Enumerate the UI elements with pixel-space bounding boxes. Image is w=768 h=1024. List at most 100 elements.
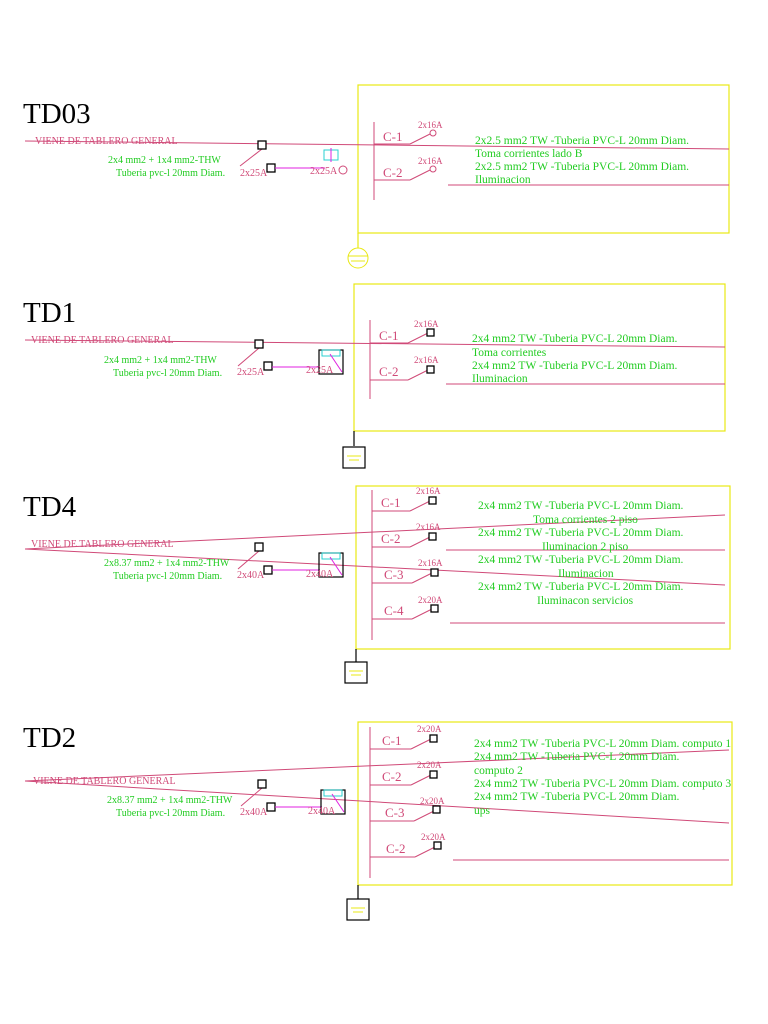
ground-icon (342, 446, 366, 469)
circuit-label: C-1 (383, 129, 403, 144)
circuit-amp: 2x20A (418, 595, 443, 605)
circuit-desc: 2x4 mm2 TW -Tuberia PVC-L 20mm Diam. com… (474, 738, 731, 750)
conduit-label: Tuberia pvc-l 20mm Diam. (113, 368, 222, 379)
circuit-desc: Iluminacion (472, 373, 528, 385)
circuit-desc: 2x4 mm2 TW -Tuberia PVC-L 20mm Diam. (472, 360, 678, 372)
feed-label: VIENE DE TABLERO GENERAL (31, 539, 174, 550)
circuit-desc: 2x4 mm2 TW -Tuberia PVC-L 20mm Diam. (478, 527, 684, 539)
breaker-contact (257, 779, 267, 789)
circuit-breaker-icon (426, 365, 435, 374)
circuit-desc: Iluminacion (558, 568, 614, 580)
circuit-label: C-2 (386, 841, 406, 856)
feed-label: VIENE DE TABLERO GENERAL (33, 776, 176, 787)
circuit-breaker-icon (432, 805, 441, 814)
ground-icon (347, 247, 369, 269)
circuit-label: C-2 (381, 531, 401, 546)
circuit-desc: 2x2.5 mm2 TW -Tuberia PVC-L 20mm Diam. (475, 161, 689, 173)
panel-frame (357, 84, 730, 234)
main-breaker-label: 2x40A (240, 807, 268, 818)
circuit-amp: 2x16A (416, 486, 441, 496)
circuit-amp: 2x16A (418, 558, 443, 568)
circuit-amp: 2x20A (417, 724, 442, 734)
differential-label: 2x40A (306, 569, 334, 580)
circuit-breaker-icon (433, 841, 442, 850)
differential-icon (323, 148, 348, 175)
circuit-label: C-3 (384, 567, 404, 582)
circuit-amp: 2x20A (421, 832, 446, 842)
circuit-label: C-4 (384, 603, 404, 618)
cable-label: 2x4 mm2 + 1x4 mm2-THW (108, 155, 221, 166)
circuit-breaker-icon (430, 568, 439, 577)
circuit-desc: ups (474, 805, 491, 817)
feed-label: VIENE DE TABLERO GENERAL (35, 136, 178, 147)
breaker-contact (263, 361, 273, 371)
breaker-contact (257, 140, 267, 150)
differential-label: 2x40A (308, 806, 336, 817)
differential-icon (321, 552, 343, 576)
ground-icon (346, 898, 370, 921)
panel-title: TD2 (23, 722, 76, 754)
differential-icon (321, 349, 343, 373)
circuit-desc: Iluminacion 2 piso (542, 541, 628, 553)
differential-icon (323, 789, 345, 813)
cable-label: 2x4 mm2 + 1x4 mm2-THW (104, 355, 217, 366)
circuit-label: C-1 (382, 733, 402, 748)
circuit-desc: Toma corrientes 2 piso (533, 514, 638, 526)
breaker-contact (254, 339, 264, 349)
circuit-label: C-1 (381, 495, 401, 510)
breaker-contact (263, 565, 273, 575)
panel-td03: TD03 VIENE DE TABLERO GENERAL 2x4 mm2 + … (23, 84, 730, 269)
circuit-breaker-icon (428, 532, 437, 541)
circuit-amp: 2x16A (414, 319, 439, 329)
circuit-label: C-2 (379, 364, 399, 379)
conduit-label: Tuberia pvc-l 20mm Diam. (116, 168, 225, 179)
circuit-amp: 2x16A (414, 355, 439, 365)
differential-label: 2x25A (310, 166, 338, 177)
circuit-breaker-icon (430, 604, 439, 613)
cable-label: 2x8.37 mm2 + 1x4 mm2-THW (107, 795, 233, 806)
breaker-contact (266, 163, 276, 173)
main-breaker-label: 2x40A (237, 570, 265, 581)
conduit-label: Tuberia pvc-l 20mm Diam. (113, 571, 222, 582)
circuit-breaker-icon (428, 496, 437, 505)
circuit-breaker-icon (429, 165, 437, 173)
breaker-contact (254, 542, 264, 552)
circuit-breaker-icon (429, 770, 438, 779)
circuit-breaker-icon (426, 328, 435, 337)
circuit-label: C-1 (379, 328, 399, 343)
panel-frame (353, 283, 726, 432)
main-breaker-label: 2x25A (240, 168, 268, 179)
circuit-desc: 2x4 mm2 TW -Tuberia PVC-L 20mm Diam. (478, 581, 684, 593)
feed-label: VIENE DE TABLERO GENERAL (31, 335, 174, 346)
circuit-desc: 2x4 mm2 TW -Tuberia PVC-L 20mm Diam. (478, 554, 684, 566)
conduit-label: Tuberia pvc-l 20mm Diam. (116, 808, 225, 819)
circuit-desc: 2x4 mm2 TW -Tuberia PVC-L 20mm Diam. (472, 333, 678, 345)
circuit-breaker-icon (429, 129, 437, 137)
circuit-desc: 2x4 mm2 TW -Tuberia PVC-L 20mm Diam. com… (474, 778, 731, 790)
circuit-desc: 2x4 mm2 TW -Tuberia PVC-L 20mm Diam. (474, 791, 680, 803)
breaker-contact (266, 802, 276, 812)
differential-label: 2x25A (306, 365, 334, 376)
circuit-label: C-2 (382, 769, 402, 784)
circuit-label: C-3 (385, 805, 405, 820)
panel-title: TD1 (23, 297, 76, 329)
circuit-desc: Iluminacon servicios (537, 595, 634, 607)
panel-frame (355, 485, 731, 650)
panel-td4: TD4 VIENE DE TABLERO GENERAL 2x8.37 mm2 … (23, 485, 731, 684)
panel-td2: TD2 VIENE DE TABLERO GENERAL 2x8.37 mm2 … (23, 721, 733, 921)
panel-frame (357, 721, 733, 886)
circuit-desc: computo 2 (474, 765, 523, 777)
circuit-desc: Iluminacion (475, 174, 531, 186)
circuit-desc: Toma corrientes lado B (475, 148, 583, 160)
main-breaker-label: 2x25A (237, 367, 265, 378)
cable-label: 2x8.37 mm2 + 1x4 mm2-THW (104, 558, 230, 569)
circuit-desc: Toma corrientes (472, 347, 547, 359)
circuit-desc: 2x2.5 mm2 TW -Tuberia PVC-L 20mm Diam. (475, 135, 689, 147)
panel-title: TD4 (23, 491, 77, 523)
circuit-desc: 2x4 mm2 TW -Tuberia PVC-L 20mm Diam. (474, 751, 680, 763)
circuit-amp: 2x20A (420, 796, 445, 806)
circuit-breaker-icon (429, 734, 438, 743)
panel-td1: TD1 VIENE DE TABLERO GENERAL 2x4 mm2 + 1… (23, 283, 726, 469)
panel-title: TD03 (23, 98, 91, 130)
